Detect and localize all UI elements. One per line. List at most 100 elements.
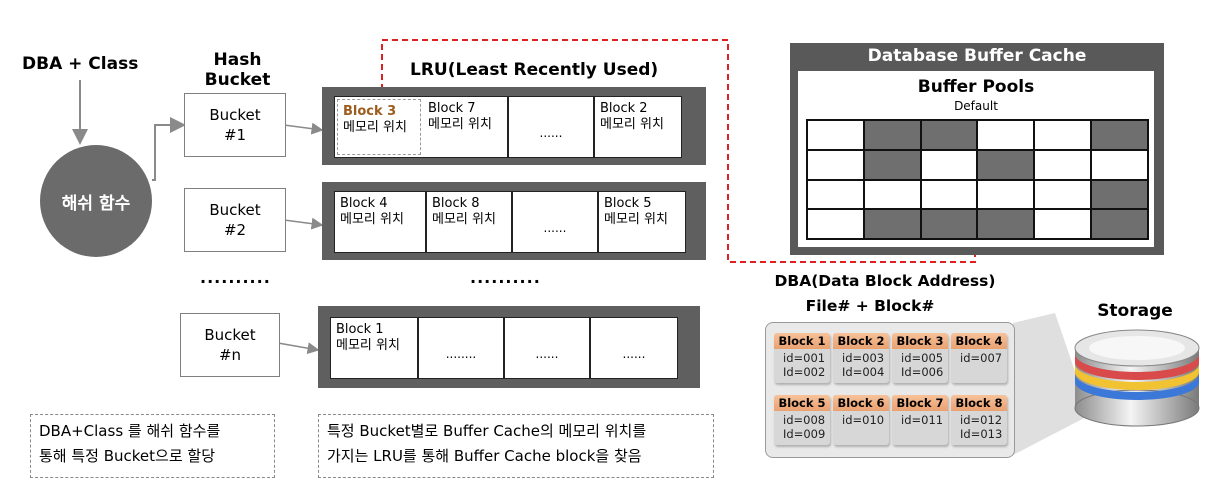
cell-sub: 메모리 위치 [343,120,407,135]
lru-cell-block-4[interactable]: Block 4 메모리 위치 [335,192,427,252]
bucket-name: Bucket [209,201,261,219]
buffer-block-free [1091,149,1148,180]
dba-block-card[interactable]: Block 8 id=012 Id=013 [951,395,1007,445]
buffer-pool-grid [806,119,1149,240]
lru-chain-n: Block 1 메모리 위치 ........ ...... ...... [318,306,700,388]
hash-function-circle: 해쉬 함수 [40,145,152,257]
cell-sub: 메모리 위치 [600,117,664,132]
dba-block-ids: id=008 Id=009 [783,413,826,441]
dba-block-name: Block 7 [892,395,948,411]
lru-chain-1: Block 3 메모리 위치 Block 7 메모리 위치 ...... Blo… [322,87,706,165]
cell-sub: 메모리 위치 [336,338,400,353]
dba-subtitle: File# + Block# [805,297,935,315]
lru-cell-ellipsis: ...... [505,318,591,378]
lru-cell-ellipsis: ........ [419,318,505,378]
dba-block-name: Block 3 [892,333,948,349]
cell-sub: 메모리 위치 [432,212,496,227]
dba-block-ids: id=003 Id=004 [842,351,885,379]
cell-title: Block 8 [432,196,480,211]
buffer-block-free [807,209,864,239]
hash-function-label: 해쉬 함수 [61,193,131,214]
lru-cells: Block 1 메모리 위치 ........ ...... ...... [330,317,678,379]
bucket-number: #1 [223,126,247,144]
dba-block-name: Block 1 [774,333,830,349]
cell-dots: ...... [535,347,559,361]
buffer-block-free [1034,120,1092,150]
buffer-block-free [807,120,864,150]
bucket-n[interactable]: Bucket #n [180,313,280,377]
lru-cell-block-7[interactable]: Block 7 메모리 위치 [423,97,509,157]
buffer-block-free [977,120,1035,150]
buffer-block-used [977,209,1035,239]
dba-block-card[interactable]: Block 4 id=007 [951,333,1007,383]
lru-chain-2: Block 4 메모리 위치 Block 8 메모리 위치 ...... Blo… [322,182,706,260]
cell-sub: 메모리 위치 [428,117,492,132]
lru-cell-block-2[interactable]: Block 2 메모리 위치 [595,97,681,157]
storage-cylinder-icon [1074,329,1200,427]
dba-block-name: Block 8 [951,395,1007,411]
buffer-pools-panel: Buffer Pools Default [798,71,1154,247]
dba-class-label: DBA + Class [22,54,139,74]
dba-block-card[interactable]: Block 7 id=011 [892,395,948,445]
buffer-cache-title: Database Buffer Cache [867,46,1087,66]
dba-block-ids: id=011 [901,413,944,427]
dba-block-card[interactable]: Block 6 id=010 [833,395,889,445]
lru-cells: Block 3 메모리 위치 Block 7 메모리 위치 ...... Blo… [334,96,682,158]
buffer-block-used [863,209,921,239]
dba-block-card[interactable]: Block 2 id=003 Id=004 [833,333,889,383]
cell-dots: ...... [539,126,563,140]
note-hash-assignment: DBA+Class 를 해쉬 함수를 통해 특정 Bucket으로 할당 [30,414,275,478]
dba-block-ids: id=010 [842,413,885,427]
dba-block-name: Block 6 [833,395,889,411]
buffer-block-used [1091,179,1148,210]
cell-sub: 메모리 위치 [340,212,404,227]
lru-cell-block-1[interactable]: Block 1 메모리 위치 [331,318,419,378]
dba-block-name: Block 2 [833,333,889,349]
cell-dots: ........ [445,347,477,361]
lru-cell-ellipsis: ...... [509,97,595,157]
lru-cell-block-8[interactable]: Block 8 메모리 위치 [427,192,513,252]
bucket-name: Bucket [204,326,256,344]
arrow-hash-to-bucket1 [152,117,186,181]
bucket-number: #2 [223,221,247,239]
cell-title: Block 7 [428,101,476,116]
buffer-block-free [807,149,864,180]
dba-block-ids: id=012 Id=013 [960,413,1003,441]
buffer-block-free [920,149,978,180]
cell-title: Block 4 [340,196,388,211]
buffer-block-free [920,179,978,210]
dba-block-ids: id=005 Id=006 [901,351,944,379]
lru-cells: Block 4 메모리 위치 Block 8 메모리 위치 ...... Blo… [334,191,686,253]
database-buffer-cache: Database Buffer Cache Buffer Pools Defau… [790,43,1164,255]
buffer-block-used [920,120,978,150]
bucket-1[interactable]: Bucket #1 [184,93,286,157]
arrow-bucket2-to-lru [283,217,324,230]
dba-block-card[interactable]: Block 5 id=008 Id=009 [774,395,830,445]
dba-block-ids: id=007 [960,351,1003,365]
dba-block-card[interactable]: Block 3 id=005 Id=006 [892,333,948,383]
cell-title: Block 5 [604,196,652,211]
bucket-ellipsis: .......... [200,268,271,287]
cell-title: Block 3 [343,104,397,119]
storage-callout [1013,313,1090,455]
buffer-block-used [1091,209,1148,239]
buffer-block-free [1034,209,1092,239]
buffer-block-used [920,209,978,239]
cell-dots: ...... [543,221,567,235]
lru-cell-ellipsis: ...... [513,192,599,252]
lru-cell-block-3[interactable]: Block 3 메모리 위치 [337,99,421,155]
lru-cell-block-5[interactable]: Block 5 메모리 위치 [599,192,685,252]
lru-title: LRU(Least Recently Used) [410,60,659,80]
buffer-block-used [1091,120,1148,150]
cell-title: Block 1 [336,322,384,337]
lru-cell-ellipsis: ...... [591,318,677,378]
buffer-block-free [863,179,921,210]
bucket-2[interactable]: Bucket #2 [184,188,286,252]
buffer-block-used [977,149,1035,180]
dba-block-name: Block 5 [774,395,830,411]
hash-bucket-title: Hash Bucket [204,50,271,90]
cell-title: Block 2 [600,101,648,116]
dba-block-name: Block 4 [951,333,1007,349]
